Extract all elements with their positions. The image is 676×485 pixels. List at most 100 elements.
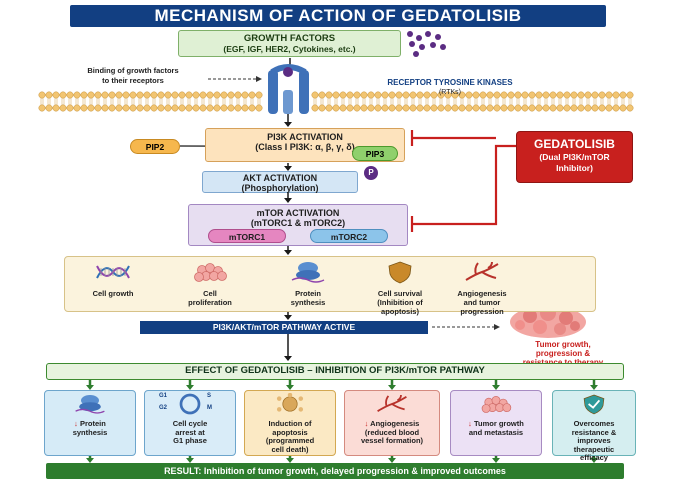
outcome-label: Cell xyxy=(203,289,217,298)
cycle-phase-label: M xyxy=(207,405,212,411)
effect-label: vessel formation) xyxy=(360,436,424,445)
cycle-phase-label: G1 xyxy=(159,393,168,399)
growth-factors-title: GROWTH FACTORS xyxy=(243,33,336,44)
receptor-icon xyxy=(268,64,309,114)
binding-label-line2: to their receptors xyxy=(102,76,164,85)
gedatolisib-name: GEDATOLISIB xyxy=(534,137,615,151)
page-title: MECHANISM OF ACTION OF GEDATOLISIB xyxy=(70,5,606,27)
effect-title-bar: EFFECT OF GEDATOLISIB – INHIBITION OF PI… xyxy=(46,363,624,380)
outcome-label: and tumor xyxy=(463,298,501,307)
effect-label: resistance & xyxy=(571,427,617,437)
pi3k-subtitle: (Class I PI3K: α, β, γ, δ) xyxy=(255,142,355,152)
effect-label-text: Angiogenesis xyxy=(368,419,420,428)
cell-cycle-icon xyxy=(179,393,201,415)
tumor-label: Tumor growth, progression & resistance t… xyxy=(498,340,628,367)
pip3-pill: PIP3 xyxy=(352,146,398,161)
akt-subtitle: (Phosphorylation) xyxy=(241,183,319,193)
outcome-label: Angiogenesis xyxy=(457,289,507,298)
akt-title: AKT ACTIVATION xyxy=(242,173,318,183)
decrease-arrow-icon: ↓ xyxy=(468,419,472,428)
cycle-phase-label: S xyxy=(207,393,212,399)
tumor-icon xyxy=(481,395,512,413)
effect-label: ↓ Angiogenesis xyxy=(345,419,439,429)
effect-label-text: Tumor growth xyxy=(471,419,524,428)
effect-label: arrest at xyxy=(175,427,205,437)
outcome-label: apoptosis) xyxy=(381,307,419,316)
shield-check-icon xyxy=(583,394,605,415)
effect-label: efficacy xyxy=(580,453,608,462)
mtor-title: mTOR ACTIVATION xyxy=(256,208,340,218)
binding-label: Binding of growth factors to their recep… xyxy=(58,66,208,86)
effect-label: G1 phase xyxy=(173,436,207,445)
effect-label: apoptosis xyxy=(272,427,308,437)
gedatolisib-line2: Inhibitor) xyxy=(556,163,593,173)
pi3k-title: PI3K ACTIVATION xyxy=(267,132,343,142)
binding-label-line1: Binding of growth factors xyxy=(87,66,179,75)
vessel-icon xyxy=(465,261,499,281)
outcome-label: progression xyxy=(460,307,504,316)
pathway-outcomes-panel xyxy=(64,256,596,312)
effect-label: Induction of xyxy=(268,419,312,428)
pathway-active-bar: PI3K/AKT/mTOR PATHWAY ACTIVE xyxy=(140,321,428,334)
pip2-pill: PIP2 xyxy=(130,139,180,154)
decrease-arrow-icon: ↓ xyxy=(364,419,369,428)
effect-label: synthesis xyxy=(72,427,108,437)
ribosome-icon xyxy=(291,262,325,283)
ribosome-icon xyxy=(75,395,105,414)
tumor-label-line3: resistance to therapy xyxy=(498,358,628,367)
cycle-phase-label: G2 xyxy=(159,405,168,411)
outcome-label: Cell survival xyxy=(377,289,423,298)
vessel-icon xyxy=(377,394,407,412)
rtk-label: RECEPTOR TYROSINE KINASES (RTKs) xyxy=(330,78,570,98)
mtor-subtitle: (mTORC1 & mTORC2) xyxy=(250,218,346,228)
dna-icon xyxy=(96,265,130,279)
effect-label: (programmed xyxy=(265,436,315,445)
gedatolisib-line1: (Dual PI3K/mTOR xyxy=(539,152,610,162)
result-bar: RESULT: Inhibition of tumor growth, dela… xyxy=(46,463,624,479)
effect-label: Cell cycle xyxy=(172,419,208,428)
effect-label: ↓ Protein xyxy=(45,419,135,429)
gedatolisib-box: GEDATOLISIB (Dual PI3K/mTOR Inhibitor) xyxy=(516,131,633,183)
rtk-label-line1: RECEPTOR TYROSINE KINASES xyxy=(387,78,513,87)
outcome-label: proliferation xyxy=(188,298,232,307)
effect-label: and metastasis xyxy=(468,427,524,437)
mtorc2-pill: mTORC2 xyxy=(310,229,388,243)
shield-icon xyxy=(388,261,412,284)
akt-activation-box: AKT ACTIVATION (Phosphorylation) xyxy=(202,171,358,193)
rtk-label-line2: (RTKs) xyxy=(438,89,462,96)
effect-label: Overcomes xyxy=(573,419,615,428)
tumor-label-line2: progression & xyxy=(535,349,591,358)
effect-label-text: Protein xyxy=(77,419,106,428)
outcome-label: (Inhibition of xyxy=(377,298,423,307)
outcome-label: Cell growth xyxy=(92,289,134,298)
effect-label: (reduced blood xyxy=(364,427,420,437)
growth-factors-subtitle: (EGF, IGF, HER2, Cytokines, etc.) xyxy=(223,44,356,54)
decrease-arrow-icon: ↓ xyxy=(74,419,78,428)
inhibition-lines xyxy=(410,130,516,232)
cells-icon xyxy=(194,263,227,282)
effect-label: cell death) xyxy=(271,444,309,454)
phosphate-badge-icon: P xyxy=(364,166,378,180)
outcome-item: Cell growth xyxy=(70,260,156,298)
effect-label: therapeutic xyxy=(573,444,615,454)
outcome-label: synthesis xyxy=(290,298,326,307)
pi3k-activation-box: PI3K ACTIVATION (Class I PI3K: α, β, γ, … xyxy=(205,128,405,162)
effect-label: ↓ Tumor growth xyxy=(451,419,541,429)
growth-factors-box: GROWTH FACTORS (EGF, IGF, HER2, Cytokine… xyxy=(178,30,401,57)
outcome-label: Protein xyxy=(295,289,321,298)
tumor-label-line1: Tumor growth, xyxy=(535,340,591,349)
ligand-molecules-icon xyxy=(407,31,446,57)
effect-label: improves xyxy=(577,436,611,445)
apoptosis-icon xyxy=(276,392,304,412)
